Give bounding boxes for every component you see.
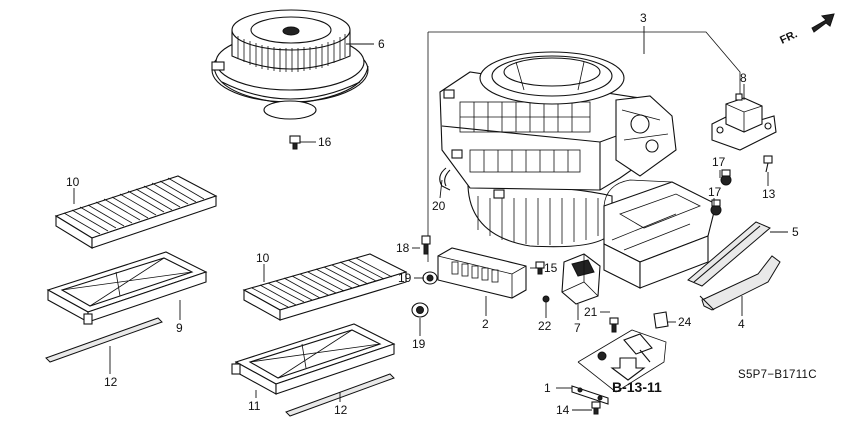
screw-17b-icon bbox=[710, 199, 722, 216]
grommet-19b-icon bbox=[411, 302, 429, 318]
callout-16: 16 bbox=[318, 135, 332, 149]
screw-18-icon bbox=[421, 235, 431, 255]
callout-10b: 10 bbox=[256, 251, 270, 265]
front-direction-arrow-icon bbox=[811, 13, 835, 33]
callout-19a: 19 bbox=[398, 271, 412, 285]
filter-frame-center bbox=[231, 323, 396, 395]
leader-lines bbox=[73, 26, 788, 411]
callout-18: 18 bbox=[396, 241, 410, 255]
callout-6: 6 bbox=[378, 37, 385, 51]
reference-arrow bbox=[610, 357, 646, 381]
callout-3: 3 bbox=[640, 11, 647, 25]
reference-label: B-13-11 bbox=[612, 379, 662, 395]
callout-24: 24 bbox=[678, 315, 692, 329]
callout-11: 11 bbox=[248, 399, 261, 413]
screw-15-icon bbox=[535, 261, 545, 275]
callout-22: 22 bbox=[538, 319, 552, 333]
callout-20: 20 bbox=[432, 199, 446, 213]
callout-8: 8 bbox=[740, 71, 747, 85]
callout-13: 13 bbox=[762, 187, 776, 201]
callout-15: 15 bbox=[544, 261, 558, 275]
callout-2: 2 bbox=[482, 317, 489, 331]
actuator-motor bbox=[711, 93, 777, 151]
seal-strip-left bbox=[45, 317, 163, 363]
screw-16-icon bbox=[289, 135, 301, 150]
seal-4 bbox=[699, 255, 781, 311]
filter-frame-left bbox=[46, 251, 208, 325]
front-direction-label: FR. bbox=[778, 28, 799, 46]
screw-17a-icon bbox=[720, 169, 732, 186]
callout-4: 4 bbox=[738, 317, 745, 331]
dust-filter-left bbox=[54, 175, 218, 249]
callout-1: 1 bbox=[544, 381, 551, 395]
clip-20-icon bbox=[439, 167, 451, 191]
diagram-code: S5P7−B1711C bbox=[738, 369, 817, 381]
callout-17b: 17 bbox=[708, 185, 722, 199]
wire-harness-bracket bbox=[577, 311, 669, 393]
grommet-19a-icon bbox=[422, 271, 438, 285]
blower-resistor bbox=[437, 247, 527, 299]
callout-14: 14 bbox=[556, 403, 570, 417]
blower-housing bbox=[427, 31, 741, 289]
screw-22-icon bbox=[542, 295, 550, 303]
screw-13-icon bbox=[763, 155, 773, 173]
callout-21: 21 bbox=[584, 305, 598, 319]
callout-17a: 17 bbox=[712, 155, 726, 169]
callout-10a: 10 bbox=[66, 175, 80, 189]
screw-14-icon bbox=[591, 401, 601, 415]
callout-19b: 19 bbox=[412, 337, 426, 351]
seal-5 bbox=[687, 221, 771, 287]
callout-5: 5 bbox=[792, 225, 799, 239]
bracket-1 bbox=[571, 385, 609, 405]
callout-12b: 12 bbox=[334, 403, 348, 417]
blower-motor-fan bbox=[211, 9, 369, 120]
power-transistor bbox=[561, 253, 601, 305]
callout-7: 7 bbox=[574, 321, 581, 335]
dust-filter-center bbox=[242, 253, 408, 321]
callout-12a: 12 bbox=[104, 375, 118, 389]
callout-9: 9 bbox=[176, 321, 183, 335]
